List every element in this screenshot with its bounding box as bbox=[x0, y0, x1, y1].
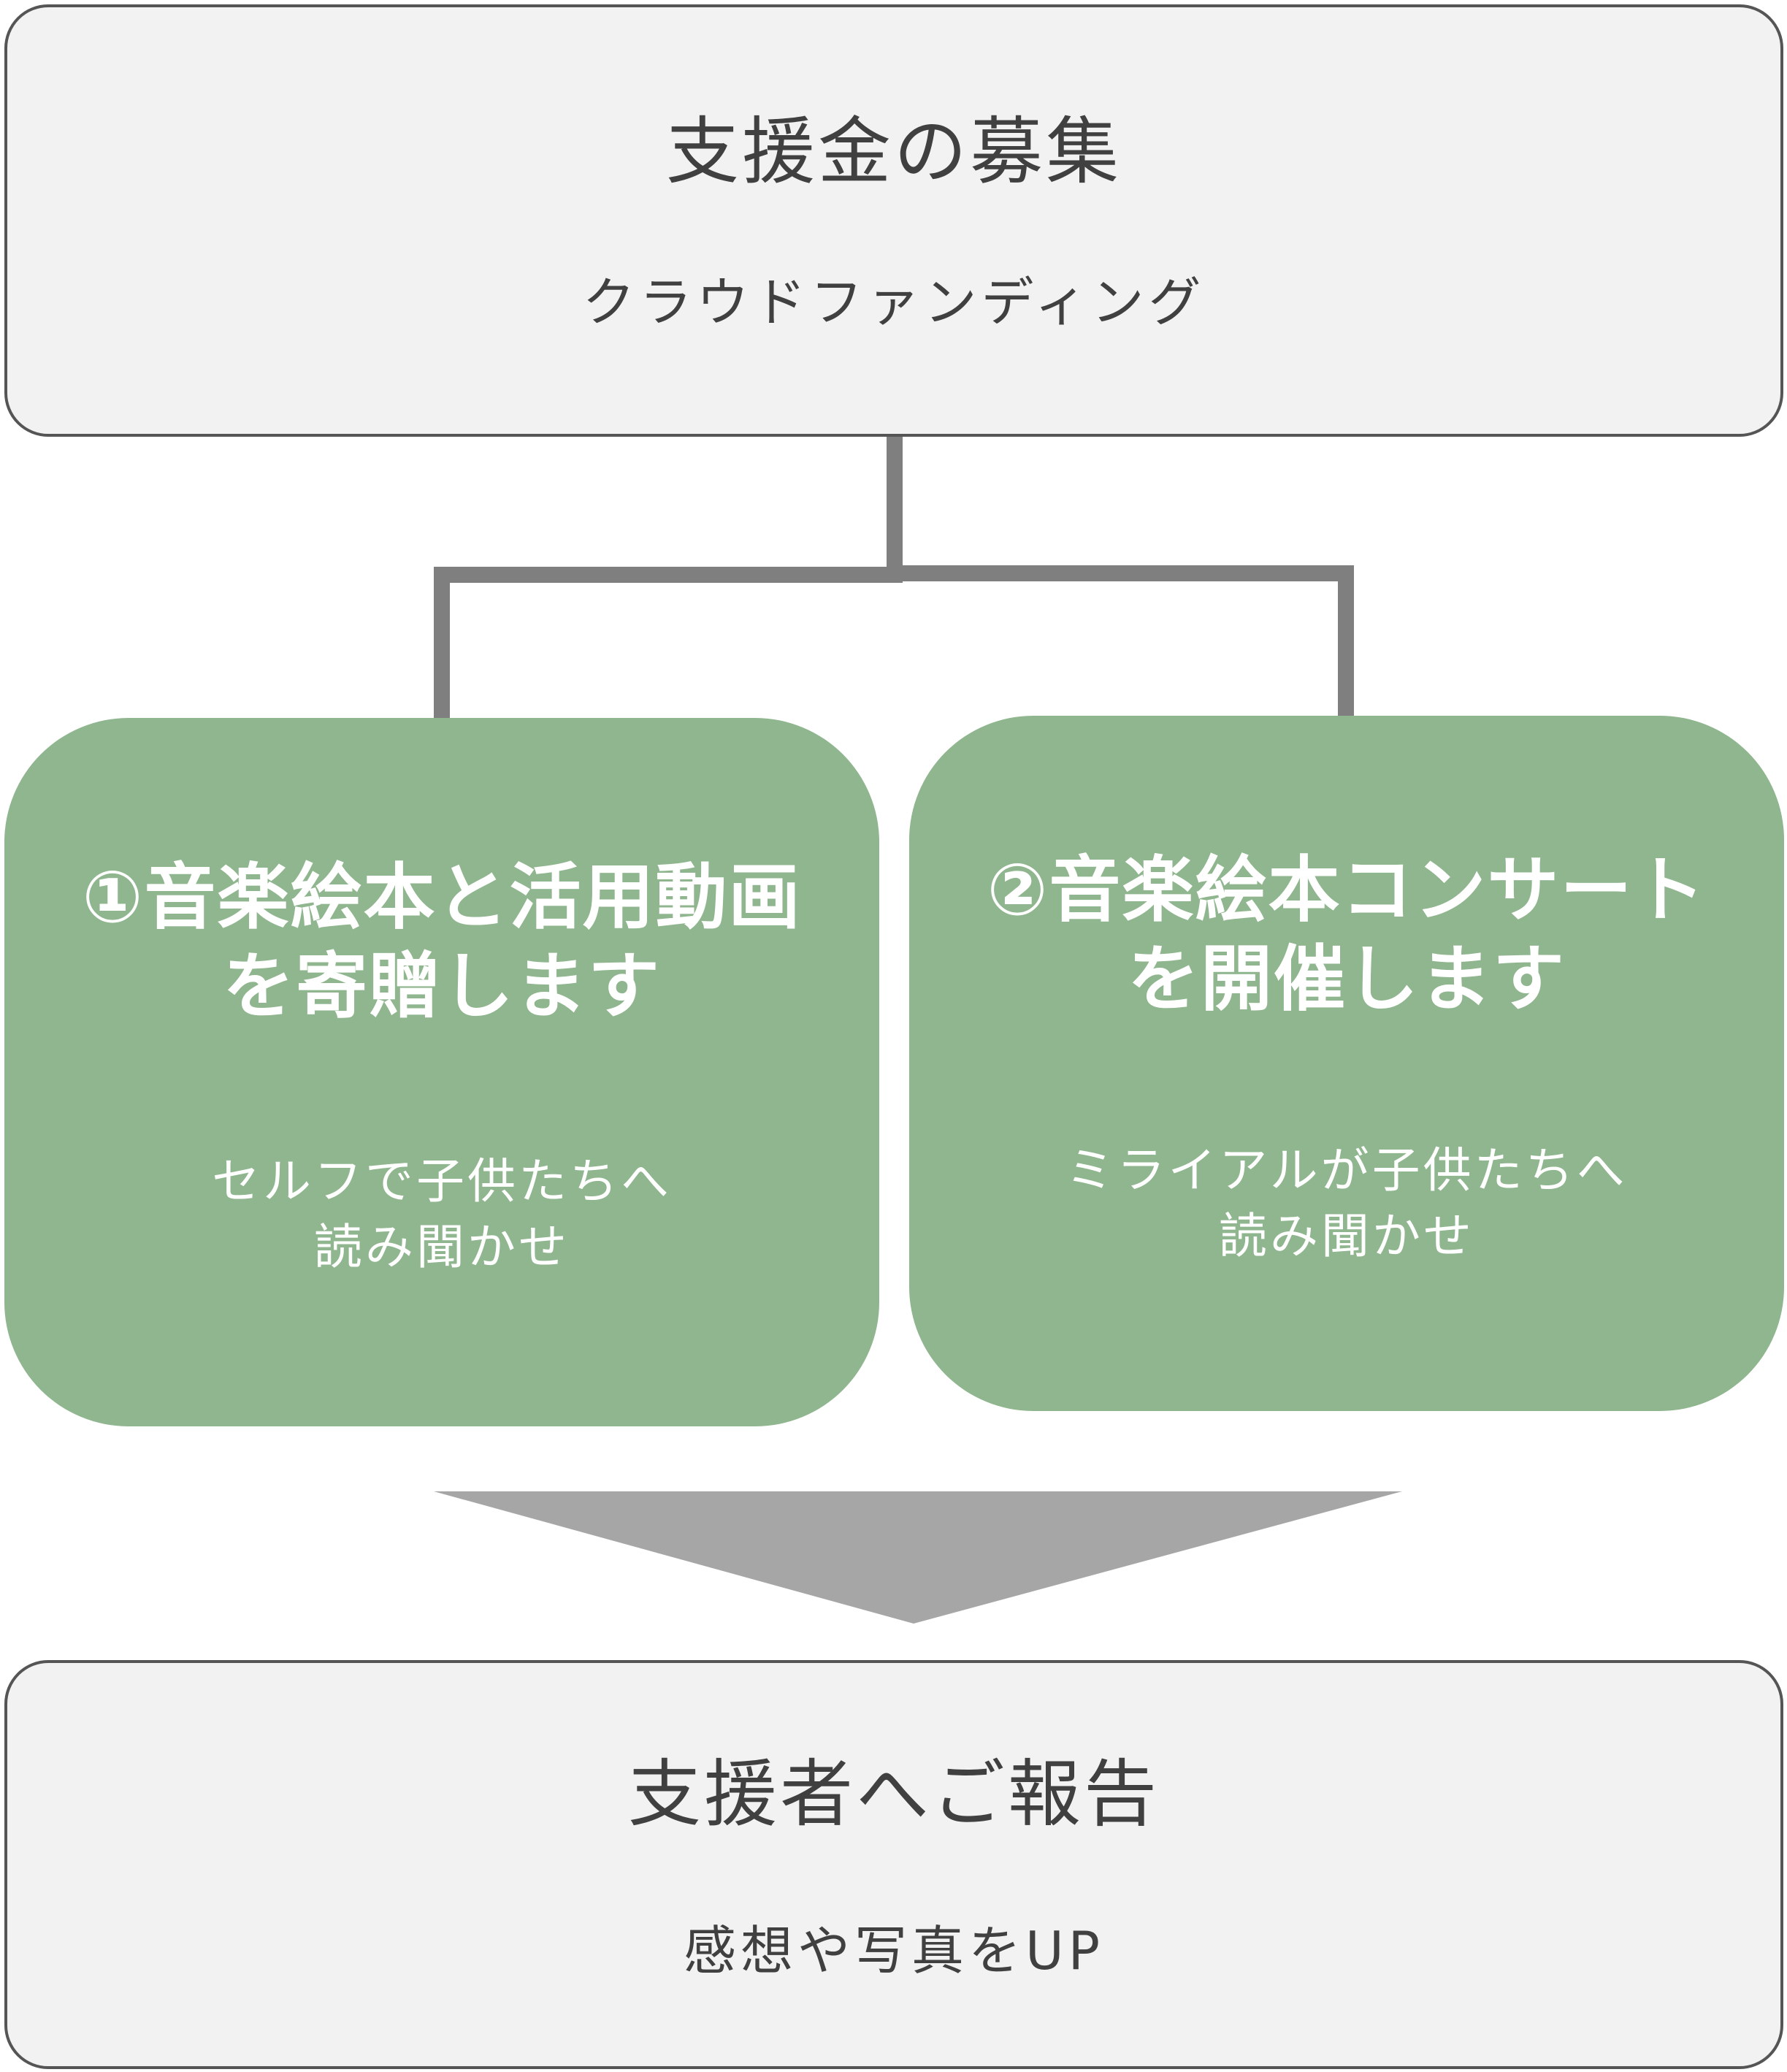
report-subtitle: 感想や写真をUP bbox=[683, 1920, 1105, 1981]
donation-description-line-1: セルフで子供たちへ bbox=[212, 1153, 672, 1209]
fundraising-box: 支援金の募集 クラウドファンディング bbox=[4, 4, 1783, 437]
donation-title-line-2: を寄贈します bbox=[222, 945, 661, 1028]
fundraising-title: 支援金の募集 bbox=[666, 109, 1122, 194]
donation-description: セルフで子供たちへ 読み聞かせ bbox=[34, 1149, 850, 1280]
report-title: 支援者へご報告 bbox=[628, 1751, 1160, 1837]
concert-description-line-2: 読み聞かせ bbox=[1219, 1208, 1474, 1264]
connector-right-branch bbox=[887, 565, 1354, 716]
report-box: 支援者へご報告 感想や写真をUP bbox=[4, 1660, 1783, 2069]
donation-title: ①音楽絵本と活用動画 を寄贈します bbox=[34, 853, 850, 1031]
concert-description: ミライアルが子供たちへ 読み聞かせ bbox=[938, 1138, 1755, 1269]
fundraising-subtitle: クラウドファンディング bbox=[582, 272, 1206, 333]
concert-title-line-1: ②音楽絵本コンサート bbox=[987, 849, 1707, 932]
concert-title: ②音楽絵本コンサート を開催します bbox=[938, 846, 1755, 1024]
connector-left-branch bbox=[434, 567, 903, 718]
concert-description-line-1: ミライアルが子供たちへ bbox=[1065, 1142, 1628, 1199]
donation-description-line-2: 読み聞かせ bbox=[314, 1219, 570, 1275]
donation-title-line-1: ①音楽絵本と活用動画 bbox=[82, 856, 802, 939]
concert-title-line-2: を開催します bbox=[1127, 938, 1566, 1021]
concert-box: ②音楽絵本コンサート を開催します ミライアルが子供たちへ 読み聞かせ bbox=[909, 716, 1784, 1411]
donation-box: ①音楽絵本と活用動画 を寄贈します セルフで子供たちへ 読み聞かせ bbox=[4, 718, 879, 1426]
